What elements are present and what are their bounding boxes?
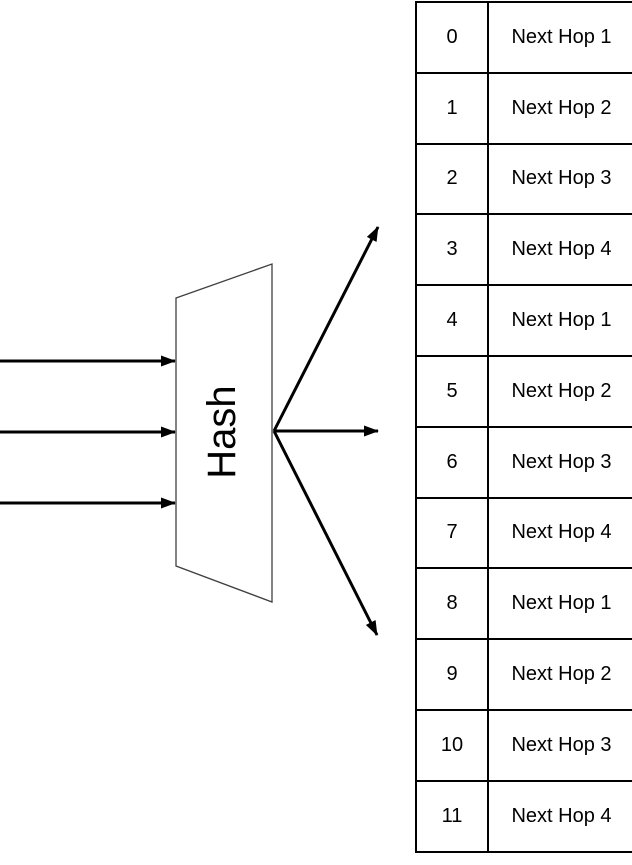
input-arrows (0, 355, 176, 509)
table-row: 4 Next Hop 1 (415, 284, 632, 357)
next-hop-cell: Next Hop 1 (487, 567, 632, 641)
table-row: 9 Next Hop 2 (415, 638, 632, 711)
next-hop-cell: Next Hop 1 (487, 284, 632, 357)
output-arrows (272, 226, 380, 636)
bucket-index-cell: 5 (415, 354, 489, 428)
output-arrow-down (272, 430, 379, 636)
output-arrow-up (272, 226, 380, 432)
bucket-index-cell: 4 (415, 284, 489, 357)
table-row: 8 Next Hop 1 (415, 567, 632, 641)
bucket-index-cell: 6 (415, 425, 489, 499)
next-hop-cell: Next Hop 2 (487, 71, 632, 145)
hash-node-trapezoid (175, 263, 273, 603)
bucket-index-cell: 1 (415, 71, 489, 145)
next-hop-cell: Next Hop 2 (487, 638, 632, 711)
next-hop-cell: Next Hop 3 (487, 425, 632, 499)
hash-node-label: Hash (200, 385, 244, 478)
bucket-index-cell: 10 (415, 708, 489, 782)
table-row: 0 Next Hop 1 (415, 1, 632, 74)
next-hop-cell: Next Hop 3 (487, 142, 632, 216)
table-row: 5 Next Hop 2 (415, 354, 632, 428)
next-hop-cell: Next Hop 4 (487, 496, 632, 570)
next-hop-cell: Next Hop 4 (487, 213, 632, 287)
bucket-index-cell: 2 (415, 142, 489, 216)
bucket-index-cell: 9 (415, 638, 489, 711)
table-row: 7 Next Hop 4 (415, 496, 632, 570)
table-row: 2 Next Hop 3 (415, 142, 632, 216)
bucket-index-cell: 0 (415, 1, 489, 74)
bucket-index-cell: 7 (415, 496, 489, 570)
table-row: 1 Next Hop 2 (415, 71, 632, 145)
next-hop-cell: Next Hop 1 (487, 1, 632, 74)
next-hop-cell: Next Hop 3 (487, 708, 632, 782)
table-row: 6 Next Hop 3 (415, 425, 632, 499)
bucket-index-cell: 8 (415, 567, 489, 641)
next-hop-cell: Next Hop 4 (487, 779, 632, 853)
next-hop-table: 0 Next Hop 1 1 Next Hop 2 2 Next Hop 3 3… (415, 1, 632, 853)
bucket-index-cell: 3 (415, 213, 489, 287)
next-hop-cell: Next Hop 2 (487, 354, 632, 428)
next-hop-table-container: 0 Next Hop 1 1 Next Hop 2 2 Next Hop 3 3… (415, 1, 632, 853)
next-hop-table-body: 0 Next Hop 1 1 Next Hop 2 2 Next Hop 3 3… (415, 1, 632, 853)
table-row: 11 Next Hop 4 (415, 779, 632, 853)
table-row: 3 Next Hop 4 (415, 213, 632, 287)
table-row: 10 Next Hop 3 (415, 708, 632, 782)
bucket-index-cell: 11 (415, 779, 489, 853)
